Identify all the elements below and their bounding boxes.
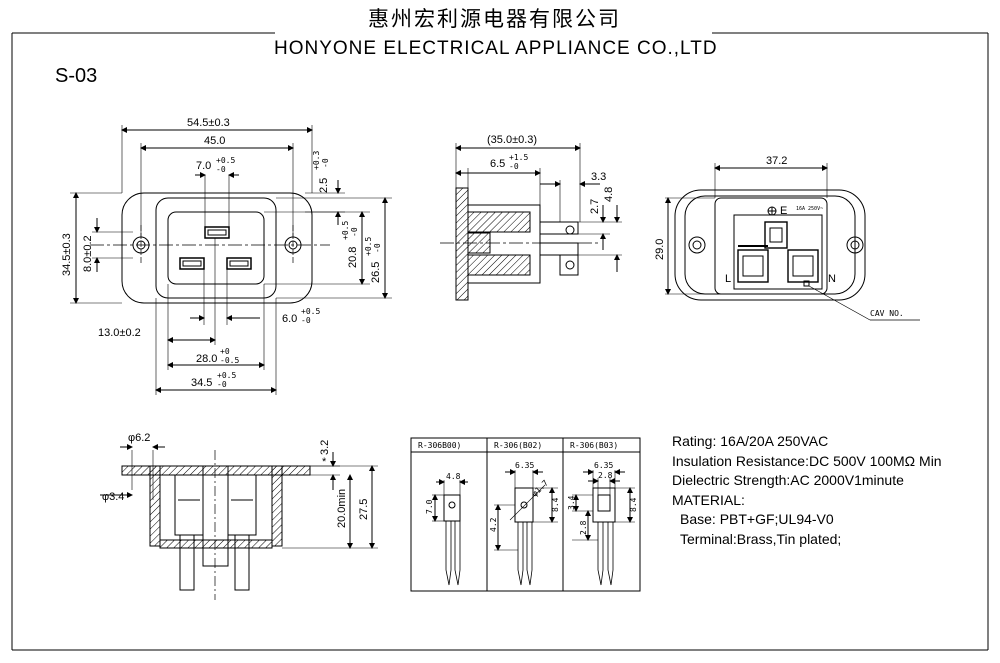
dim-side-27: 2.7 [589, 199, 601, 214]
spec-base: Base: PBT+GF;UL94-V0 [680, 511, 834, 527]
side-terminal [539, 221, 579, 235]
dim-pin-span: 28.0 [196, 353, 217, 365]
b03-depth2: 2.8 [579, 520, 588, 535]
section-left-pin [179, 534, 195, 591]
b02-depth: 4.2 [489, 517, 498, 532]
spec-rating: Rating: 16A/20A 250VAC [672, 433, 829, 449]
spec-terminal: Terminal:Brass,Tin plated; [680, 530, 842, 547]
dim-slot-tol: +0.5 [216, 156, 235, 165]
front-body-outline [155, 197, 277, 299]
dim-top-tol: +0.3 [312, 151, 321, 170]
dim-cutout-height: 26.5 [370, 262, 382, 283]
section-right-pin [234, 534, 250, 591]
front-face-outline [167, 211, 265, 285]
rear-label-e: E [780, 205, 787, 217]
spec-material-title: MATERIAL: [672, 491, 745, 508]
dim-pin-span-tol: +0 [220, 347, 230, 356]
dim-slot-tol-low: -0 [216, 165, 226, 174]
section-depth-min: 20.0min [336, 489, 348, 528]
earth-slot [204, 226, 230, 239]
rear-earth-terminal [764, 221, 788, 249]
rear-flange-outline [674, 189, 866, 301]
dim-side-48: 4.8 [603, 187, 615, 202]
b02-width: 6.35 [515, 461, 534, 470]
b03-depth1: 3.4 [567, 495, 576, 510]
dim-side-flange-tol: +1.5 [509, 153, 528, 162]
spec-dielectric: Dielectric Strength:AC 2000V1minute [672, 472, 904, 488]
terminal-b03-tab [592, 487, 616, 523]
section-hole-dia: φ6.2 [128, 432, 150, 444]
title-frame [11, 32, 989, 651]
rear-view [665, 163, 920, 321]
front-flange-outline [121, 192, 313, 304]
section-top-dim: 3.2 [319, 440, 331, 455]
rear-rating-mark: 16A 250V~ [796, 206, 823, 212]
dim-top-tol-low: -0 [321, 158, 330, 168]
b00-height: 7.0 [425, 499, 434, 514]
dim-pin-gap: 6.0 [282, 313, 297, 325]
rear-label-l: L [725, 273, 731, 285]
b03-height: 8.4 [629, 497, 638, 512]
terminal-b00-tab [443, 494, 461, 522]
dim-hole-height: 8.0±0.2 [82, 235, 94, 272]
dim-cutout-width-tol-low: -0 [217, 380, 227, 389]
rear-cav-no: CAV NO. [870, 309, 904, 318]
company-name-en: HONYONE ELECTRICAL APPLIANCE CO.,LTD [274, 38, 718, 59]
dim-hole-pitch: 45.0 [204, 135, 225, 147]
rear-left-hole [688, 236, 706, 254]
rear-label-n: N [828, 273, 836, 285]
dim-pin-gap-tol-low: -0 [301, 316, 311, 325]
dim-side-flange-tol-low: -0 [509, 162, 519, 171]
terminal-table [410, 437, 641, 592]
section-rivet-dia: φ3.4 [102, 491, 124, 503]
dim-overall-width: 54.5±0.3 [187, 117, 230, 129]
rear-body-outline [714, 197, 828, 295]
terminal-header-b00: R-306B00) [418, 441, 461, 450]
spec-insulation: Insulation Resistance:DC 500V 100MΩ Min [672, 452, 942, 469]
company-name-cn: 惠州宏利源电器有限公司 [368, 7, 621, 31]
dim-slot-width: 7.0 [196, 160, 211, 172]
dim-pin-gap-tol: +0.5 [301, 307, 320, 316]
dim-cutout-width-tol: +0.5 [217, 371, 236, 380]
neutral-slot [226, 257, 252, 270]
b03-inner: 2.8 [598, 471, 613, 480]
section-depth-total: 27.5 [358, 499, 370, 520]
terminal-header-b03: R-306(B03) [570, 441, 618, 450]
b03-width: 6.35 [594, 461, 613, 470]
rear-right-hole [846, 236, 864, 254]
dim-cutout-height-tol: +0.5 [364, 237, 373, 256]
live-slot [179, 257, 205, 270]
dim-terminal-gap: 3.3 [591, 171, 606, 183]
dim-cutout-inner: 20.8 [347, 247, 359, 268]
front-view [70, 125, 392, 395]
dim-cutout-width: 34.5 [191, 377, 212, 389]
rear-live-terminal [737, 249, 769, 283]
dim-cutout-height-tol-low: -0 [373, 243, 382, 253]
rear-height: 29.0 [654, 239, 666, 260]
section-view [100, 444, 378, 600]
rear-width: 37.2 [766, 155, 787, 167]
dim-left-offset: 13.0±0.2 [98, 327, 141, 339]
side-flange [455, 187, 469, 301]
dim-cutout-inner-tol-low: -0 [350, 227, 359, 237]
dim-top-offset: 2.5 [318, 178, 330, 193]
dim-side-flange: 6.5 [490, 158, 505, 170]
dim-overall-height: 34.5±0.3 [61, 233, 73, 276]
dim-cutout-inner-tol: +0.5 [341, 221, 350, 240]
b00-width: 4.8 [446, 472, 461, 481]
specifications: Rating: 16A/20A 250VAC Insulation Resist… [672, 432, 942, 549]
dim-side-depth: (35.0±0.3) [487, 134, 537, 146]
rear-neutral-terminal [787, 249, 819, 283]
side-view [440, 143, 622, 301]
model-number: S-03 [55, 65, 98, 87]
section-top-mark: * [322, 456, 327, 468]
b02-height: 8.4 [551, 497, 560, 512]
dim-pin-span-tol-low: -0.5 [220, 356, 239, 365]
terminal-header-b02: R-306(B02) [494, 441, 542, 450]
